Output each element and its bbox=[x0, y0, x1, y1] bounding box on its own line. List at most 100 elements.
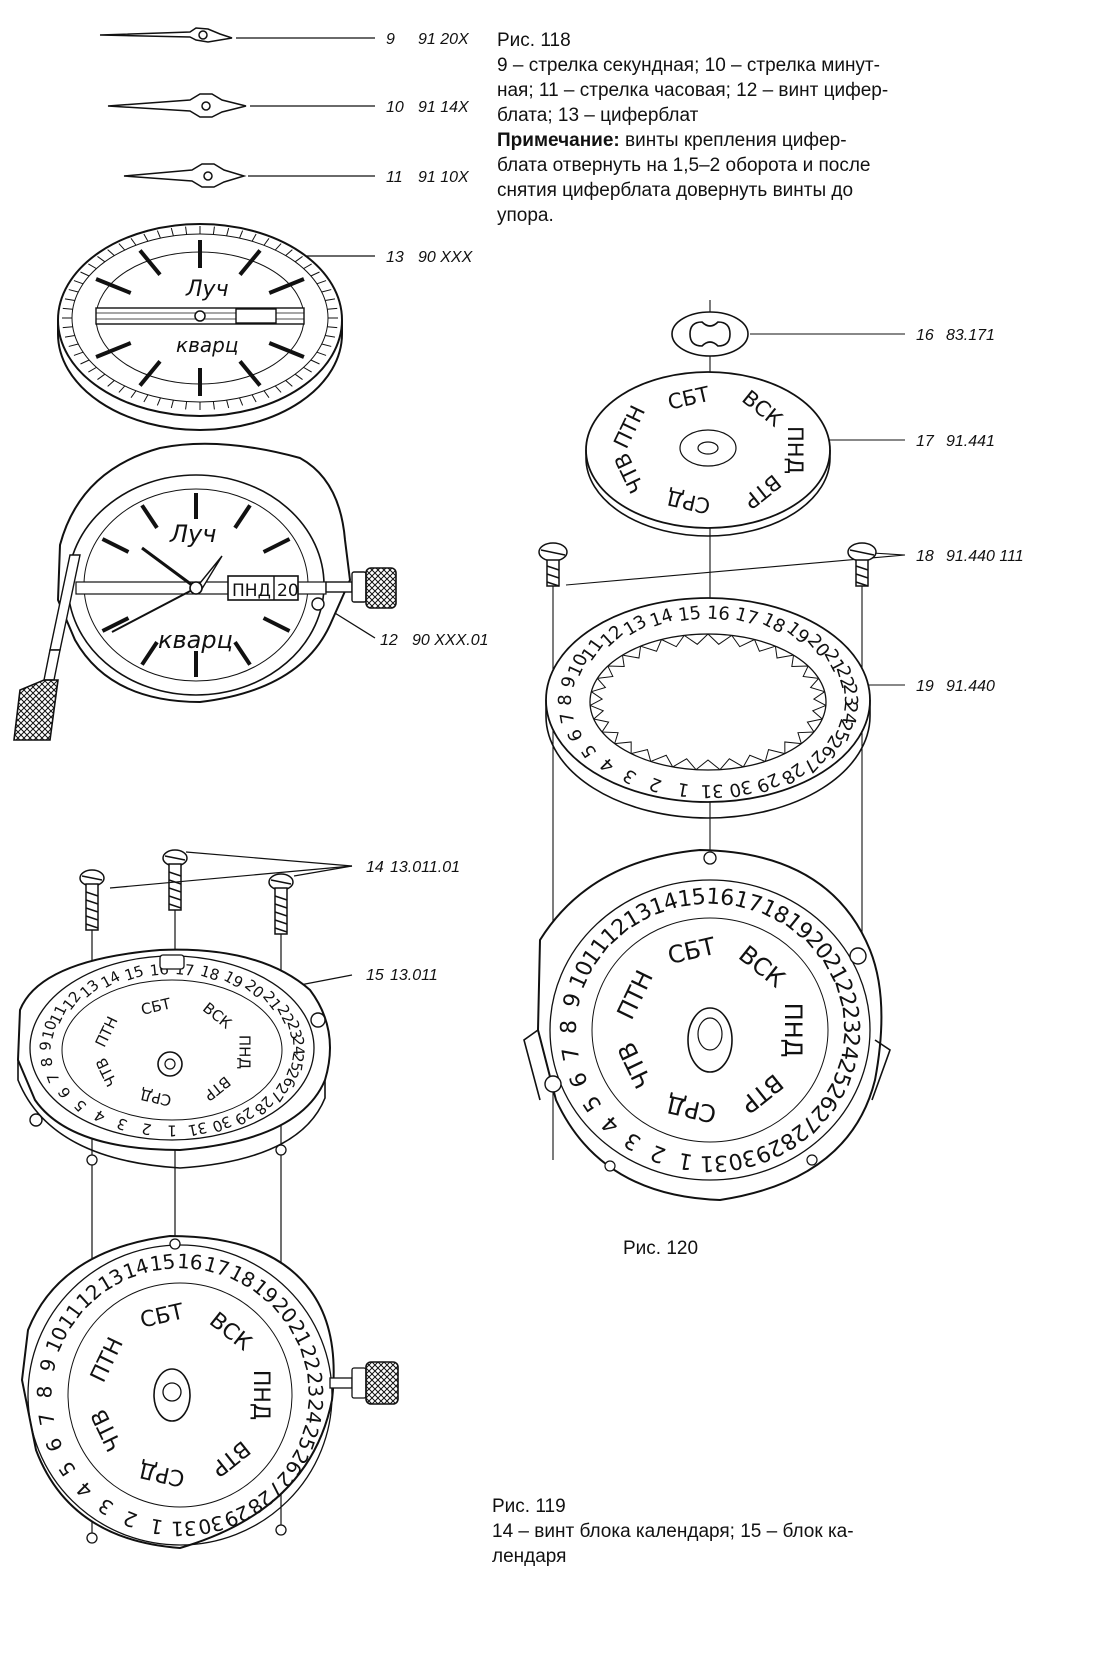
dial-tick bbox=[62, 326, 73, 329]
dial-tick bbox=[130, 390, 137, 398]
caption-fig119: Рис. 119 14 – винт блока календаря; 15 –… bbox=[492, 1494, 942, 1569]
fig118-line-1: 9 – стрелка секундная; 10 – стрелка мину… bbox=[497, 55, 880, 76]
date-numeral: 15 bbox=[676, 884, 707, 912]
dial-hour-bar bbox=[238, 360, 262, 387]
svg-text:15: 15 bbox=[366, 967, 384, 984]
dial-tick bbox=[321, 289, 332, 293]
date-numeral: 1 bbox=[148, 1514, 165, 1540]
dial-tick bbox=[130, 238, 137, 246]
dial-hour-bar bbox=[268, 277, 305, 295]
date-numeral: 8 bbox=[37, 1056, 56, 1068]
dial-tick bbox=[170, 400, 174, 409]
dial-hour-bar bbox=[138, 249, 162, 276]
svg-text:12: 12 bbox=[380, 632, 398, 649]
date-numeral: 31 bbox=[186, 1118, 208, 1139]
part-16-washer bbox=[671, 311, 749, 357]
date-numeral: 15 bbox=[148, 1249, 176, 1276]
dial-tick bbox=[73, 280, 84, 285]
dial-tick bbox=[327, 307, 338, 310]
date-numeral: 10 bbox=[38, 1018, 60, 1041]
date-numeral: 9 bbox=[36, 1041, 54, 1051]
second-hand bbox=[99, 27, 233, 43]
fig119-line-1: 14 – винт блока календаря; 15 – блок ка- bbox=[492, 1519, 942, 1544]
dial-tick bbox=[68, 343, 79, 347]
watch-hour-bar bbox=[140, 504, 159, 529]
weekday-label: ПНД bbox=[236, 1035, 254, 1069]
date-numeral: 26 bbox=[279, 1066, 303, 1090]
weekday-label: ПНД bbox=[779, 1003, 807, 1058]
date-numeral: 1 bbox=[676, 778, 691, 801]
dial-tick bbox=[118, 243, 126, 251]
screw-14c bbox=[268, 873, 294, 935]
watch-hour-bar bbox=[262, 537, 291, 554]
date-numeral: 24 bbox=[301, 1397, 328, 1425]
svg-text:14: 14 bbox=[366, 859, 384, 876]
dial-tick bbox=[64, 334, 75, 338]
date-numeral: 7 bbox=[34, 1411, 60, 1428]
svg-text:16: 16 bbox=[916, 327, 934, 344]
date-numeral: 8 bbox=[557, 1020, 582, 1035]
svg-text:13.011.01: 13.011.01 bbox=[390, 859, 460, 876]
svg-text:83.171: 83.171 bbox=[946, 327, 995, 344]
screws-18 bbox=[538, 542, 877, 587]
dial-tick bbox=[64, 298, 75, 302]
svg-text:91 14X: 91 14X bbox=[418, 99, 470, 116]
date-numeral: 16 bbox=[705, 884, 735, 911]
fig118-note-line-2: блата отвернуть на 1,5–2 оборота и после bbox=[497, 155, 871, 176]
fig118-note-line-4: упора. bbox=[497, 205, 554, 226]
svg-text:91.441: 91.441 bbox=[946, 433, 995, 450]
svg-text:13: 13 bbox=[386, 249, 404, 266]
date-numeral: 31 bbox=[700, 780, 723, 802]
dial-tick bbox=[285, 249, 293, 256]
dial-tick bbox=[156, 397, 161, 406]
dial-tick bbox=[294, 256, 303, 263]
dial-tick bbox=[303, 263, 312, 270]
date-numeral: 24 bbox=[289, 1036, 308, 1056]
dial-tick bbox=[107, 380, 115, 387]
assembled-watch: ПНД 20 Луч кварц bbox=[13, 442, 397, 741]
fig120-title: Рис. 120 bbox=[623, 1238, 699, 1259]
dial-hour-bar bbox=[138, 360, 162, 387]
dial-tick bbox=[327, 326, 338, 329]
svg-text:91.440 111: 91.440 111 bbox=[946, 548, 1024, 565]
dial-tick bbox=[107, 249, 115, 256]
date-numeral: 31 bbox=[700, 1150, 729, 1176]
fig118-note-line-1: Примечание: винты крепления цифер- bbox=[497, 128, 967, 153]
dial-tick bbox=[212, 226, 215, 235]
calendar-screws-14 bbox=[79, 849, 294, 935]
date-numeral: 31 bbox=[171, 1516, 197, 1541]
screw-14b bbox=[162, 849, 188, 911]
dial-tick bbox=[97, 373, 106, 380]
weekday-label: ПНД bbox=[783, 426, 807, 474]
dial13-model: кварц bbox=[176, 333, 238, 357]
fig118-line-2: ная; 11 – стрелка часовая; 12 – винт циф… bbox=[497, 80, 889, 101]
dial-tick bbox=[212, 401, 215, 410]
dial-tick bbox=[118, 385, 126, 393]
dial-tick bbox=[226, 227, 230, 236]
date-numeral: 9 bbox=[35, 1356, 61, 1374]
dial13-brand: Луч bbox=[185, 277, 229, 302]
dial-tick bbox=[239, 230, 244, 239]
watch-model: кварц bbox=[158, 626, 233, 654]
fig119-line-1-text: 14 – винт блока календаря; 15 – блок ка- bbox=[492, 1521, 854, 1542]
date-numeral: 23 bbox=[837, 1005, 864, 1035]
hour-hand bbox=[123, 163, 247, 188]
dial-tick bbox=[310, 271, 320, 277]
svg-text:18: 18 bbox=[916, 548, 934, 565]
callout-14: 14 13.011.01 bbox=[366, 859, 460, 876]
date-numeral: 23 bbox=[283, 1018, 305, 1041]
date-numeral: 16 bbox=[706, 602, 730, 625]
watch-hour-bar bbox=[101, 537, 130, 554]
date-numeral: 30 bbox=[726, 1144, 759, 1175]
svg-text:91 20X: 91 20X bbox=[418, 31, 470, 48]
dial-13: Луч кварц bbox=[57, 223, 343, 431]
dial-hour-bar bbox=[268, 341, 305, 359]
svg-text:9: 9 bbox=[386, 31, 395, 48]
